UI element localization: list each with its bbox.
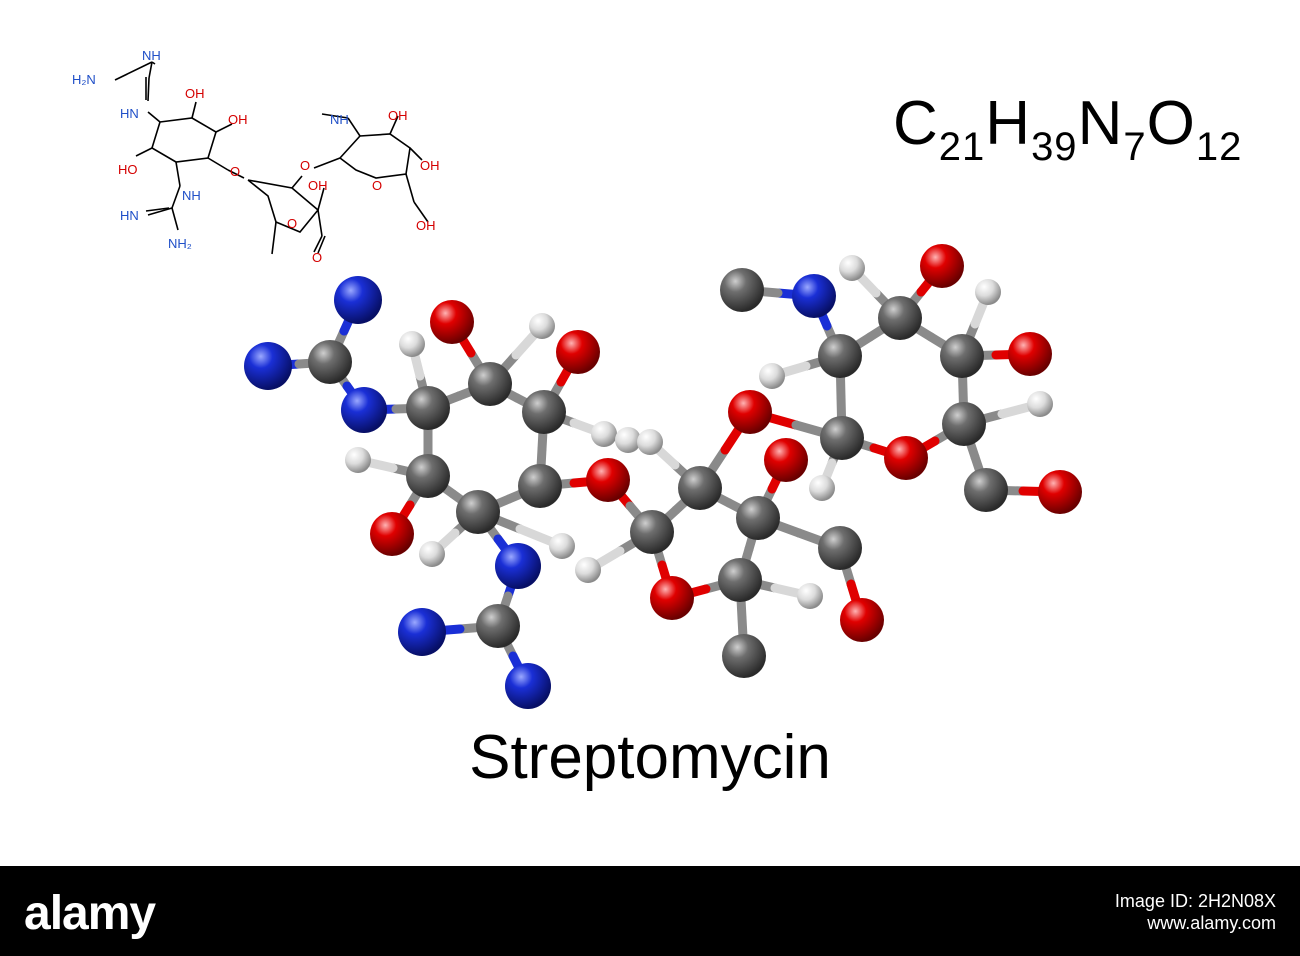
carbon-atom — [736, 496, 780, 540]
nitrogen-atom — [244, 342, 292, 390]
carbon-atom — [476, 604, 520, 648]
nitrogen-atom — [792, 274, 836, 318]
carbon-atom — [406, 454, 450, 498]
oxygen-atom — [650, 576, 694, 620]
nitrogen-atom — [334, 276, 382, 324]
formula-element-o: O — [1146, 89, 1196, 158]
hydrogen-atom — [575, 557, 601, 583]
stock-footer: alamy Image ID: 2H2N08X www.alamy.com — [0, 866, 1300, 956]
nitrogen-atom — [398, 608, 446, 656]
skeletal-label-oh-2: OH — [228, 112, 248, 127]
skeletal-label-oh-3: OH — [308, 178, 328, 193]
skeletal-label-oh-1: OH — [185, 86, 205, 101]
bonds-layer — [263, 261, 1065, 691]
carbon-atom — [818, 334, 862, 378]
skeletal-label-nh-guan2: NH — [182, 188, 201, 203]
image-id-block: Image ID: 2H2N08X www.alamy.com — [1115, 890, 1276, 934]
nitrogen-atom — [341, 387, 387, 433]
skeletal-label-o-aldehyde: O — [312, 250, 322, 265]
oxygen-atom — [556, 330, 600, 374]
carbon-atom — [518, 464, 562, 508]
oxygen-atom — [1008, 332, 1052, 376]
hydrogen-atom — [345, 447, 371, 473]
carbon-atom — [630, 510, 674, 554]
molecule-name: Streptomycin — [469, 723, 831, 792]
carbon-atom — [722, 634, 766, 678]
oxygen-atom — [728, 390, 772, 434]
carbon-atom — [718, 558, 762, 602]
skeletal-label-hn-guan2: HN — [120, 208, 139, 223]
skeletal-label-nh-methyl: NH — [330, 112, 349, 127]
atoms-layer — [244, 244, 1082, 709]
carbon-atom — [720, 268, 764, 312]
hydrogen-atom — [549, 533, 575, 559]
hydrogen-atom — [839, 255, 865, 281]
oxygen-atom — [586, 458, 630, 502]
skeletal-label-ho: HO — [118, 162, 138, 177]
oxygen-atom — [1038, 470, 1082, 514]
skeletal-label-o-ring2: O — [372, 178, 382, 193]
oxygen-atom — [884, 436, 928, 480]
hydrogen-atom — [529, 313, 555, 339]
molecular-formula: C21H39N7O12 — [893, 88, 1242, 167]
hydrogen-atom — [759, 363, 785, 389]
nitrogen-atom — [495, 543, 541, 589]
carbon-atom — [942, 402, 986, 446]
carbon-atom — [678, 466, 722, 510]
skeletal-label-nh2-guan2: NH₂ — [168, 236, 192, 251]
nitrogen-atom — [505, 663, 551, 709]
site-url[interactable]: www.alamy.com — [1147, 913, 1276, 933]
oxygen-atom — [370, 512, 414, 556]
hydrogen-atom — [419, 541, 445, 567]
formula-count-o: 12 — [1195, 125, 1243, 169]
formula-element-n: N — [1077, 89, 1124, 158]
hydrogen-atom — [591, 421, 617, 447]
carbon-atom — [522, 390, 566, 434]
skeletal-label-o-link2: O — [300, 158, 310, 173]
hydrogen-atom — [975, 279, 1001, 305]
oxygen-atom — [764, 438, 808, 482]
formula-count-h: 39 — [1031, 125, 1078, 169]
oxygen-atom — [430, 300, 474, 344]
carbon-atom — [308, 340, 352, 384]
hydrogen-atom — [637, 429, 663, 455]
formula-element-h: H — [985, 89, 1032, 158]
carbon-atom — [456, 490, 500, 534]
carbon-atom — [820, 416, 864, 460]
skeletal-label-h2n: H₂N — [72, 72, 96, 87]
hydrogen-atom — [809, 475, 835, 501]
skeletal-label-oh-6: OH — [416, 218, 436, 233]
carbon-atom — [940, 334, 984, 378]
formula-count-n: 7 — [1123, 125, 1147, 169]
diagram-canvas: H₂N NH HN HO OH OH O O NH HN NH₂ OH O O … — [72, 48, 1242, 792]
carbon-atom — [818, 526, 862, 570]
skeletal-label-o-ring1: O — [287, 216, 297, 231]
oxygen-atom — [840, 598, 884, 642]
skeletal-label-oh-5: OH — [420, 158, 440, 173]
hydrogen-atom — [615, 427, 641, 453]
skeletal-label-nh: NH — [142, 48, 161, 63]
hydrogen-atom — [797, 583, 823, 609]
carbon-atom — [468, 362, 512, 406]
alamy-logo[interactable]: alamy — [24, 887, 156, 940]
carbon-atom — [964, 468, 1008, 512]
oxygen-atom — [920, 244, 964, 288]
image-id-text: Image ID: 2H2N08X — [1114, 891, 1276, 911]
carbon-atom — [878, 296, 922, 340]
formula-element-c: C — [893, 89, 939, 158]
skeletal-label-hn: HN — [120, 106, 139, 121]
hydrogen-atom — [399, 331, 425, 357]
carbon-atom — [406, 386, 450, 430]
skeletal-label-oh-4: OH — [388, 108, 408, 123]
formula-count-c: 21 — [938, 125, 986, 169]
hydrogen-atom — [1027, 391, 1053, 417]
ball-and-stick-model — [244, 244, 1082, 709]
skeletal-formula: H₂N NH HN HO OH OH O O NH HN NH₂ OH O O … — [72, 48, 440, 265]
skeletal-label-o-link1: O — [230, 164, 240, 179]
